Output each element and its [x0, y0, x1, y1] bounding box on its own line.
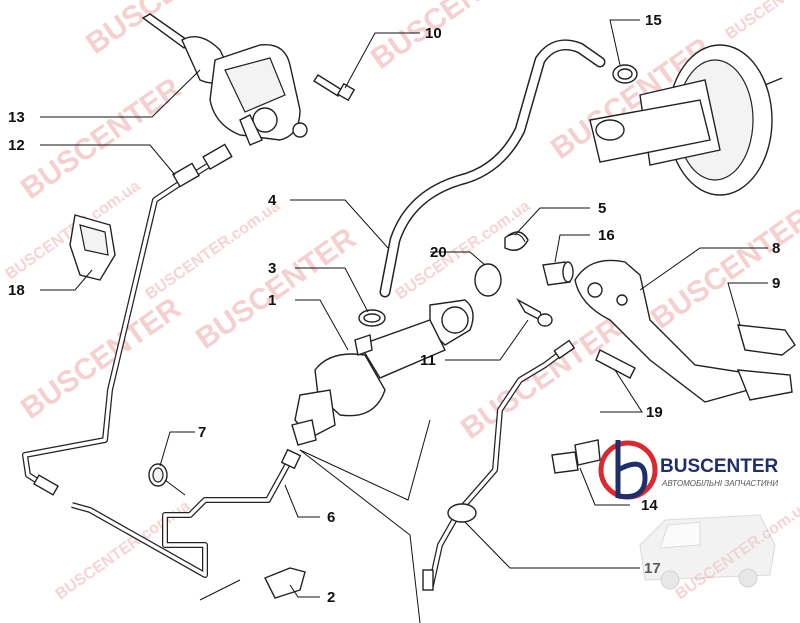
callout-10: 10 — [425, 25, 442, 42]
watermark-text: BUSCENTER.com.ua — [723, 0, 800, 43]
watermark-text: BUSCENTER — [645, 201, 800, 335]
watermark-text: BUSCENTER — [455, 311, 627, 445]
callout-19: 19 — [646, 404, 663, 421]
callout-9: 9 — [772, 275, 780, 292]
brake-booster — [589, 44, 783, 196]
callout-1: 1 — [268, 292, 276, 309]
callout-11: 11 — [420, 352, 436, 369]
part-3-clamp — [358, 309, 386, 327]
part-1-cylinder — [291, 299, 474, 446]
callout-4: 4 — [268, 192, 277, 209]
callout-14: 14 — [641, 497, 658, 514]
part-14-switch — [551, 439, 601, 474]
callout-labels: 1 2 3 4 5 6 7 8 9 10 11 12 13 14 15 16 1… — [8, 12, 780, 606]
part-13-master-cylinder — [141, 13, 308, 146]
part-9-pad — [736, 324, 796, 401]
part-7-grommet — [148, 463, 168, 487]
part-18-clip — [69, 214, 116, 281]
section-lines — [164, 419, 431, 623]
logo-tagline: АВТОМОБІЛЬНІ ЗАПЧАСТИНИ — [661, 479, 778, 488]
callout-13: 13 — [8, 109, 25, 126]
callout-12: 12 — [8, 137, 25, 154]
watermark-text: BUSCENTER — [15, 291, 187, 425]
callout-15: 15 — [645, 12, 662, 29]
callout-7: 7 — [198, 424, 206, 441]
callout-16: 16 — [598, 227, 615, 244]
part-5-spring — [504, 231, 529, 251]
callout-2: 2 — [327, 589, 335, 606]
part-19-pin — [595, 349, 636, 379]
part-4-hose — [379, 39, 606, 298]
callout-3: 3 — [268, 260, 276, 277]
van-illustration — [639, 514, 776, 590]
part-2-bracket — [264, 567, 306, 599]
part-17-harness — [422, 339, 576, 591]
callout-17: 17 — [644, 560, 661, 577]
part-11-pin — [516, 298, 553, 327]
logo-b-bowl — [616, 461, 648, 500]
callout-6: 6 — [327, 509, 335, 526]
part-15-clamp — [612, 64, 638, 84]
leader-lines — [40, 19, 768, 598]
part-16-bushing — [542, 261, 574, 286]
callout-18: 18 — [8, 282, 25, 299]
buscenter-logo: BUSCENTER АВТОМОБІЛЬНІ ЗАПЧАСТИНИ — [598, 440, 779, 590]
callout-20: 20 — [430, 244, 447, 261]
part-12-pipe — [22, 143, 233, 496]
watermark-text: BUSCENTER — [365, 0, 537, 76]
part-20-oring — [474, 263, 502, 297]
logo-name: BUSCENTER — [660, 456, 779, 477]
part-10-bolt — [313, 74, 356, 102]
logo-ring — [598, 440, 658, 500]
callout-5: 5 — [598, 200, 606, 217]
part-6-pipe — [71, 448, 302, 578]
watermark-text: BUSCENTER — [15, 71, 187, 205]
callout-8: 8 — [772, 240, 780, 257]
